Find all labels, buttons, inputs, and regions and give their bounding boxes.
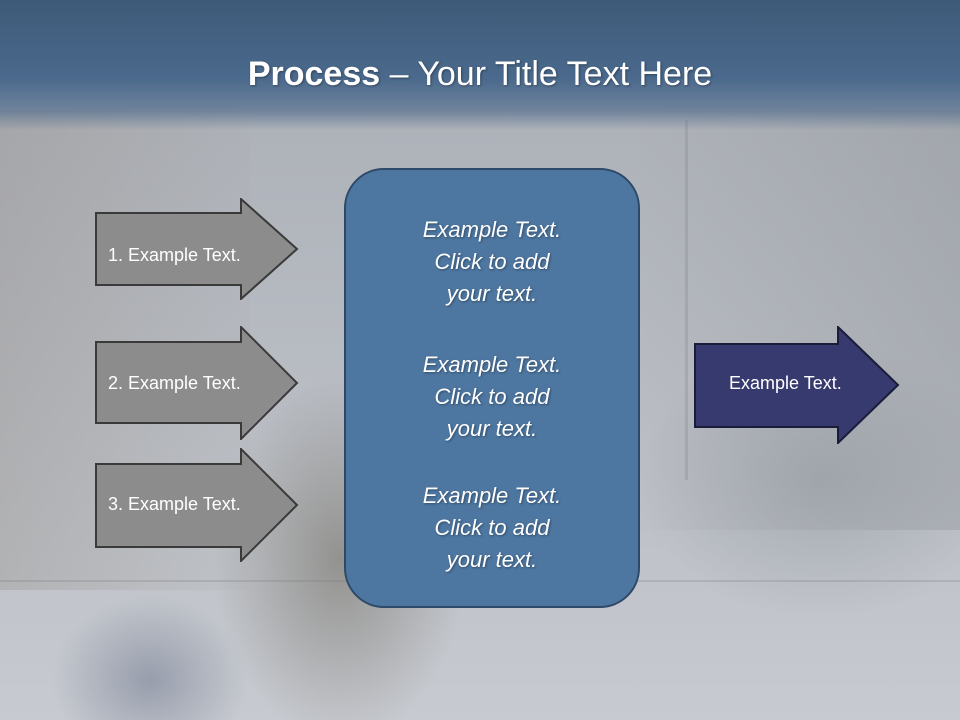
slide-title[interactable]: Process – Your Title Text Here	[0, 54, 960, 94]
center-line: Click to add	[434, 515, 550, 540]
process-arrow-1[interactable]: 1. Example Text.	[95, 198, 300, 300]
background-pillar	[685, 120, 688, 480]
center-line: your text.	[446, 547, 538, 572]
result-arrow-label: Example Text.	[729, 373, 842, 393]
arrow-shape-result	[694, 326, 900, 444]
center-line: your text.	[446, 281, 538, 306]
background-wall-right	[640, 110, 960, 530]
center-line: your text.	[446, 416, 538, 441]
center-line: Click to add	[434, 249, 550, 274]
result-arrow[interactable]: Example Text.	[694, 326, 902, 444]
center-line: Example Text.	[422, 217, 562, 242]
title-bar: Process – Your Title Text Here	[0, 0, 960, 130]
arrow-shape-3	[95, 448, 299, 562]
center-content-box[interactable]: Example Text. Click to add your text. Ex…	[344, 168, 640, 608]
process-arrow-3[interactable]: 3. Example Text.	[95, 448, 300, 562]
arrow-label-1: 1. Example Text.	[108, 245, 241, 265]
center-line: Example Text.	[422, 483, 562, 508]
arrow-label-3: 3. Example Text.	[108, 494, 241, 514]
center-paragraph-1: Example Text. Click to add your text.	[346, 214, 638, 310]
arrow-shape-1	[95, 198, 299, 300]
title-bold: Process	[247, 55, 381, 93]
arrow-shape-2	[95, 326, 299, 440]
process-arrow-2[interactable]: 2. Example Text.	[95, 326, 300, 440]
arrow-label-2: 2. Example Text.	[108, 373, 241, 393]
center-paragraph-2: Example Text. Click to add your text.	[346, 349, 638, 445]
center-paragraph-3: Example Text. Click to add your text.	[346, 480, 638, 576]
center-line: Example Text.	[422, 352, 562, 377]
title-rest: – Your Title Text Here	[380, 55, 713, 93]
center-line: Click to add	[434, 384, 550, 409]
